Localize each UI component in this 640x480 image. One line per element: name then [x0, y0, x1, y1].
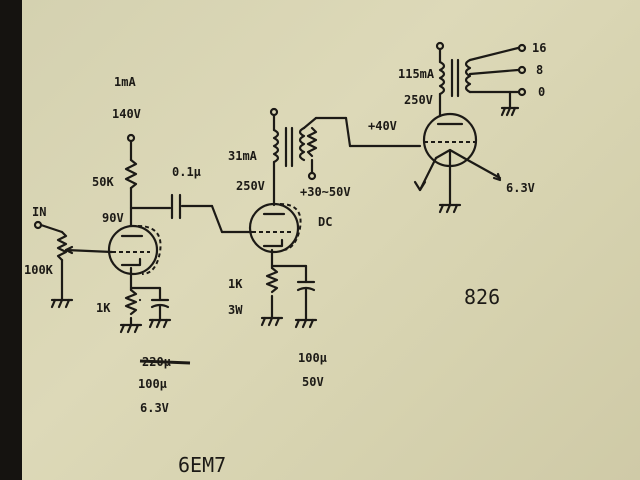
volume-pot-label: 100K	[24, 263, 54, 277]
bias-resistor	[306, 126, 318, 158]
cathode-resistor-2-label: 1K	[228, 277, 243, 291]
pot-wiper-wire	[64, 248, 114, 254]
tap-0-node	[517, 87, 527, 97]
output-transformer-secondary	[464, 58, 472, 94]
tube-2-second-triode	[279, 203, 302, 251]
tap-16-node	[517, 43, 527, 53]
cathode-resistor-2-power-label: 3W	[228, 303, 243, 317]
output-current-label: 115mA	[398, 67, 435, 81]
output-grid-voltage-label: +40V	[368, 119, 397, 133]
stage1-b-plus-label: 140V	[112, 107, 141, 121]
tap-0-label: 0	[538, 85, 545, 99]
stage1-current-label: 1mA	[114, 75, 136, 89]
stage2-dc-label: DC	[318, 215, 332, 229]
stage2-voltage-label: 250V	[236, 179, 265, 193]
filament-arrow-right	[492, 172, 502, 182]
interstage-primary	[272, 128, 280, 164]
cathode-resistor-2	[265, 266, 279, 294]
output-transformer-primary	[438, 60, 446, 96]
plate-resistor-50k	[124, 158, 138, 190]
tube-2-cathode	[262, 238, 284, 248]
tap-8-label: 8	[536, 63, 543, 77]
tube-1-envelope	[107, 224, 159, 276]
paper-sheet	[22, 0, 640, 480]
bypass-cap-crossed-label: 220μ	[142, 355, 171, 369]
filament-arrow-left	[413, 180, 427, 192]
tap-16-label: 16	[532, 41, 546, 55]
stage2-grid-bias-label: +30~50V	[300, 185, 351, 199]
interstage-secondary	[298, 126, 306, 162]
cathode-resistor-1k	[124, 288, 138, 316]
bypass-cap-2-voltage-label: 50V	[302, 375, 324, 389]
volume-pot-100k	[56, 230, 68, 262]
pot-wiper-arrow	[64, 245, 74, 255]
tube-1-type-label: 6EM7	[178, 453, 226, 477]
strike-through-line	[139, 359, 191, 365]
tube-1-cathode	[120, 257, 142, 267]
coupling-cap-label: 0.1μ	[172, 165, 201, 179]
tube-1-second-triode	[137, 225, 162, 275]
bias-node	[307, 171, 317, 181]
filament-voltage-label: 6.3V	[506, 181, 535, 195]
tap-8-node	[517, 65, 527, 75]
cathode-resistor-1-label: 1K	[96, 301, 111, 315]
bypass-cap-1-voltage-label: 6.3V	[140, 401, 169, 415]
wire	[210, 204, 224, 234]
plate-voltage-label: 90V	[102, 211, 124, 225]
bypass-cap-2-label: 100μ	[298, 351, 327, 365]
output-voltage-label: 250V	[404, 93, 433, 107]
stage2-current-label: 31mA	[228, 149, 258, 163]
bypass-cap-1-label: 100μ	[138, 377, 167, 391]
output-tube-type-label: 826	[464, 285, 500, 309]
wire	[39, 223, 64, 234]
tube-2-envelope	[248, 202, 300, 254]
plate-resistor-label: 50K	[92, 175, 114, 189]
input-label: IN	[32, 205, 46, 219]
